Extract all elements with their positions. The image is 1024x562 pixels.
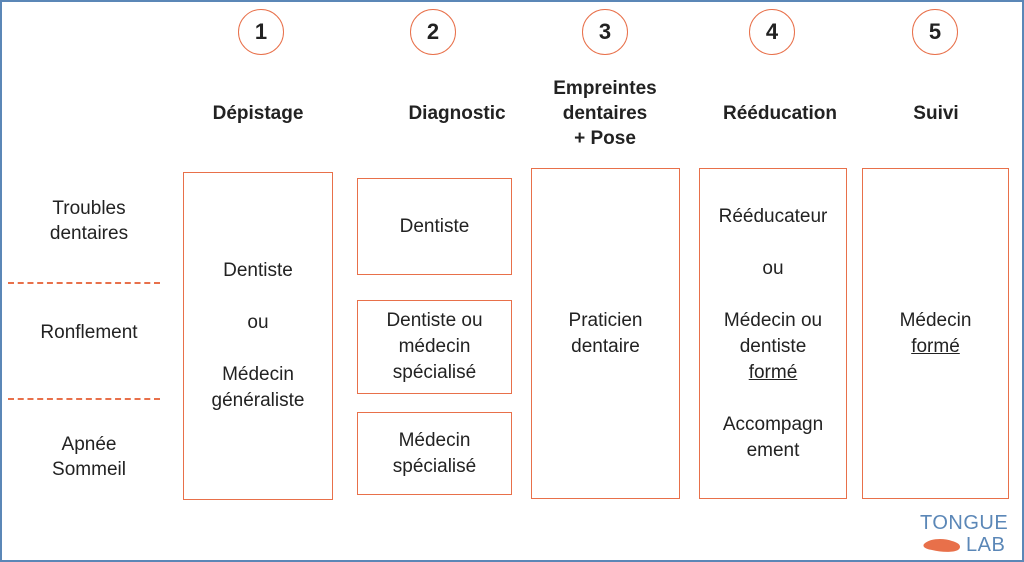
box-reeducation: Rééducateur ou Médecin ou dentiste formé… — [699, 168, 847, 499]
box-text: Médecin — [222, 364, 294, 385]
step-5-title: Suivi — [913, 103, 959, 124]
box-text: Praticien — [568, 309, 643, 331]
row-label-line: dentaires — [49, 223, 129, 244]
box-diag-apnee: Médecin spécialisé — [357, 412, 512, 495]
box-empreintes: Praticien dentaire — [531, 168, 680, 499]
box-text: spécialisé — [392, 455, 477, 477]
step-2-title: Diagnostic — [408, 103, 506, 124]
box-depistage: Dentiste ou Médecin généraliste — [183, 172, 333, 500]
box-text-underlined: formé — [911, 335, 960, 357]
step-number: 4 — [765, 19, 779, 44]
step-number: 2 — [426, 19, 440, 44]
row-label-line: Apnée — [61, 434, 117, 455]
box-text: Médecin — [899, 309, 972, 331]
tongue-icon — [923, 539, 960, 552]
step-5-circle: 5 — [912, 9, 958, 55]
box-text: dentiste — [739, 335, 807, 357]
row-label-line: Sommeil — [52, 459, 126, 480]
step-1-title: Dépistage — [212, 103, 304, 124]
row-label-line: Troubles — [52, 198, 126, 219]
step-3-title-line: + Pose — [574, 128, 636, 149]
box-text: Médecin — [398, 429, 471, 451]
step-1-circle: 1 — [238, 9, 284, 55]
box-text-underlined: formé — [748, 361, 798, 383]
step-3-circle: 3 — [582, 9, 628, 55]
box-diag-ronflement: Dentiste ou médecin spécialisé — [357, 300, 512, 394]
row-divider — [8, 282, 160, 284]
box-text: ement — [746, 439, 800, 461]
step-number: 1 — [254, 19, 268, 44]
box-text: spécialisé — [392, 362, 477, 383]
box-text: Médecin ou — [723, 309, 823, 331]
box-text: Dentiste — [399, 215, 470, 237]
step-number: 5 — [928, 19, 942, 44]
box-text: médecin — [398, 336, 471, 357]
row-label-apnee: Apnée Sommeil — [14, 432, 164, 482]
step-3-title-line: dentaires — [562, 103, 648, 124]
box-text: Dentiste — [223, 260, 293, 281]
box-diag-troubles: Dentiste — [357, 178, 512, 275]
step-4-circle: 4 — [749, 9, 795, 55]
step-4-title: Rééducation — [722, 103, 838, 124]
step-3-title-line: Empreintes — [553, 78, 657, 99]
box-text: Dentiste ou — [386, 310, 483, 331]
logo-text-bottom: LAB — [966, 534, 1006, 556]
step-2-circle: 2 — [410, 9, 456, 55]
box-text: dentaire — [571, 335, 640, 357]
logo-text-top: TONGUE — [920, 512, 1009, 534]
step-3-title: Empreintes dentaires + Pose — [530, 76, 680, 151]
box-text: généraliste — [211, 390, 305, 411]
box-text: ou — [247, 312, 269, 333]
row-label-troubles: Troubles dentaires — [14, 196, 164, 246]
row-label-ronflement: Ronflement — [40, 322, 138, 343]
box-suivi: Médecin formé — [862, 168, 1009, 499]
box-text: ou — [762, 257, 784, 279]
tonguelab-logo: TONGUE LAB — [916, 512, 1016, 558]
box-text: Accompagn — [722, 413, 824, 435]
step-number: 3 — [598, 19, 612, 44]
row-divider — [8, 398, 160, 400]
box-text: Rééducateur — [718, 205, 828, 227]
